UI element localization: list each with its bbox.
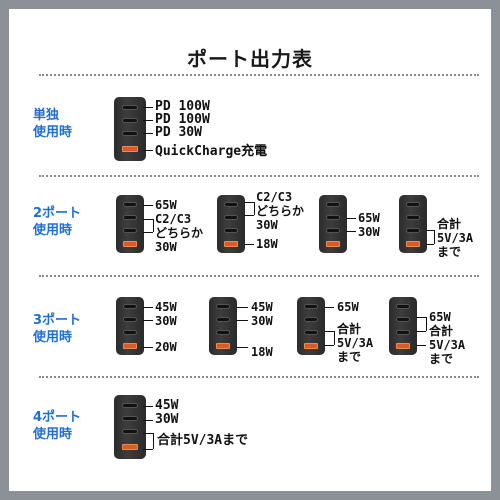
divider (39, 74, 479, 76)
port-label: まで (429, 352, 454, 366)
port-label: 18W (256, 237, 278, 251)
charger-image (116, 195, 144, 253)
port-label: 18W (251, 345, 273, 359)
port-label: 5V/3A (337, 336, 374, 350)
divider (39, 175, 479, 177)
page-title: ポート出力表 (187, 47, 313, 71)
port-label: 65W (429, 310, 451, 324)
port-label: 合計 (437, 217, 462, 231)
section-label-single: 単独 使用時 (33, 108, 73, 140)
port-label: 45W (155, 300, 177, 314)
charger-image (114, 97, 146, 161)
charger-image (209, 297, 237, 355)
port-label: 45W (155, 398, 179, 413)
divider (39, 376, 479, 378)
charger-image (114, 395, 146, 459)
port-label: PD 30W (155, 125, 202, 140)
divider (39, 275, 479, 277)
port-label: まで (337, 350, 362, 364)
port-label: 合計5V/3Aまで (157, 433, 249, 448)
port-label: 45W (251, 300, 273, 314)
port-label: 30W (155, 412, 179, 427)
charger-image (319, 195, 347, 253)
charger-image (389, 297, 417, 355)
section-label-2port: 2ポート 使用時 (33, 206, 82, 238)
port-label: まで (437, 245, 462, 259)
port-label: 30W (256, 218, 278, 232)
port-label: 20W (155, 340, 177, 354)
port-label: QuickCharge充電 (155, 144, 268, 159)
port-label: 65W (358, 211, 380, 225)
port-label: C2/C3 (256, 190, 293, 204)
port-label: 30W (358, 225, 380, 239)
port-label: 30W (155, 314, 177, 328)
port-label: 合計 (429, 324, 454, 338)
port-output-card: ポート出力表 単独 使用時 2ポート 使用時 3ポート 使用時 4ポート 使用時… (9, 9, 491, 491)
port-label: PD 100W (155, 99, 210, 114)
port-label: 5V/3A (429, 338, 466, 352)
port-label: 65W (155, 198, 177, 212)
charger-image (116, 297, 144, 355)
port-label: 30W (155, 240, 177, 254)
charger-image (297, 297, 325, 355)
charger-image (399, 195, 427, 253)
section-label-3port: 3ポート 使用時 (33, 313, 82, 345)
port-label: 65W (337, 300, 359, 314)
port-label: どちらか (155, 226, 204, 240)
charger-image (217, 195, 245, 253)
port-label: どちらか (256, 204, 305, 218)
port-label: 30W (251, 314, 273, 328)
port-label: C2/C3 (155, 212, 192, 226)
port-label: PD 100W (155, 112, 210, 127)
port-label: 5V/3A (437, 231, 474, 245)
port-label: 合計 (337, 322, 362, 336)
section-label-4port: 4ポート 使用時 (33, 410, 82, 442)
